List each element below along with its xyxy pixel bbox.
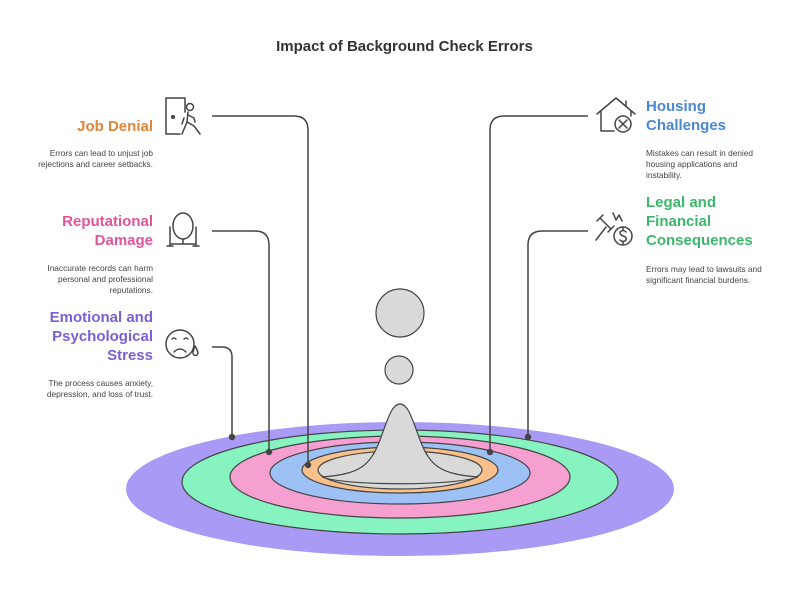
housing-challenges-title: Housing Challenges [646,98,727,134]
sad-face-icon [165,329,199,359]
job-denial-description: Errors can lead to unjust job rejections… [38,148,153,169]
connector-dot-reputational-damage [265,448,273,456]
legal-financial-title: Legal and Financial Consequences [646,194,753,249]
gavel-dollar-icon [595,212,633,246]
legal-financial-description: Errors may lead to lawsuits and signific… [646,264,762,285]
person-at-door-icon [165,97,201,135]
splash-peak [321,403,479,485]
house-x-icon [596,97,636,133]
page-title: Impact of Background Check Errors [276,38,533,55]
connector-dot-housing-challenges [486,448,494,456]
job-denial-title: Job Denial [77,118,153,135]
housing-challenges-description: Mistakes can result in denied housing ap… [646,148,753,180]
droplet-large [375,288,425,338]
emotional-stress-description: The process causes anxiety, depression, … [46,378,153,399]
connector-legal-financial [527,230,588,437]
connector-dot-legal-financial [524,433,532,441]
connector-reputational-damage [212,230,270,452]
reputational-damage-description: Inaccurate records can harm personal and… [47,263,153,295]
connector-emotional-stress [212,346,233,437]
droplet-small [384,355,414,385]
mirror-icon [166,212,200,247]
connector-dot-emotional-stress [228,433,236,441]
reputational-damage-title: Reputational Damage [62,213,153,249]
connector-dot-job-denial [304,461,312,469]
connector-housing-challenges [489,115,588,452]
emotional-stress-title: Emotional and Psychological Stress [49,309,153,364]
connector-job-denial [212,115,309,465]
